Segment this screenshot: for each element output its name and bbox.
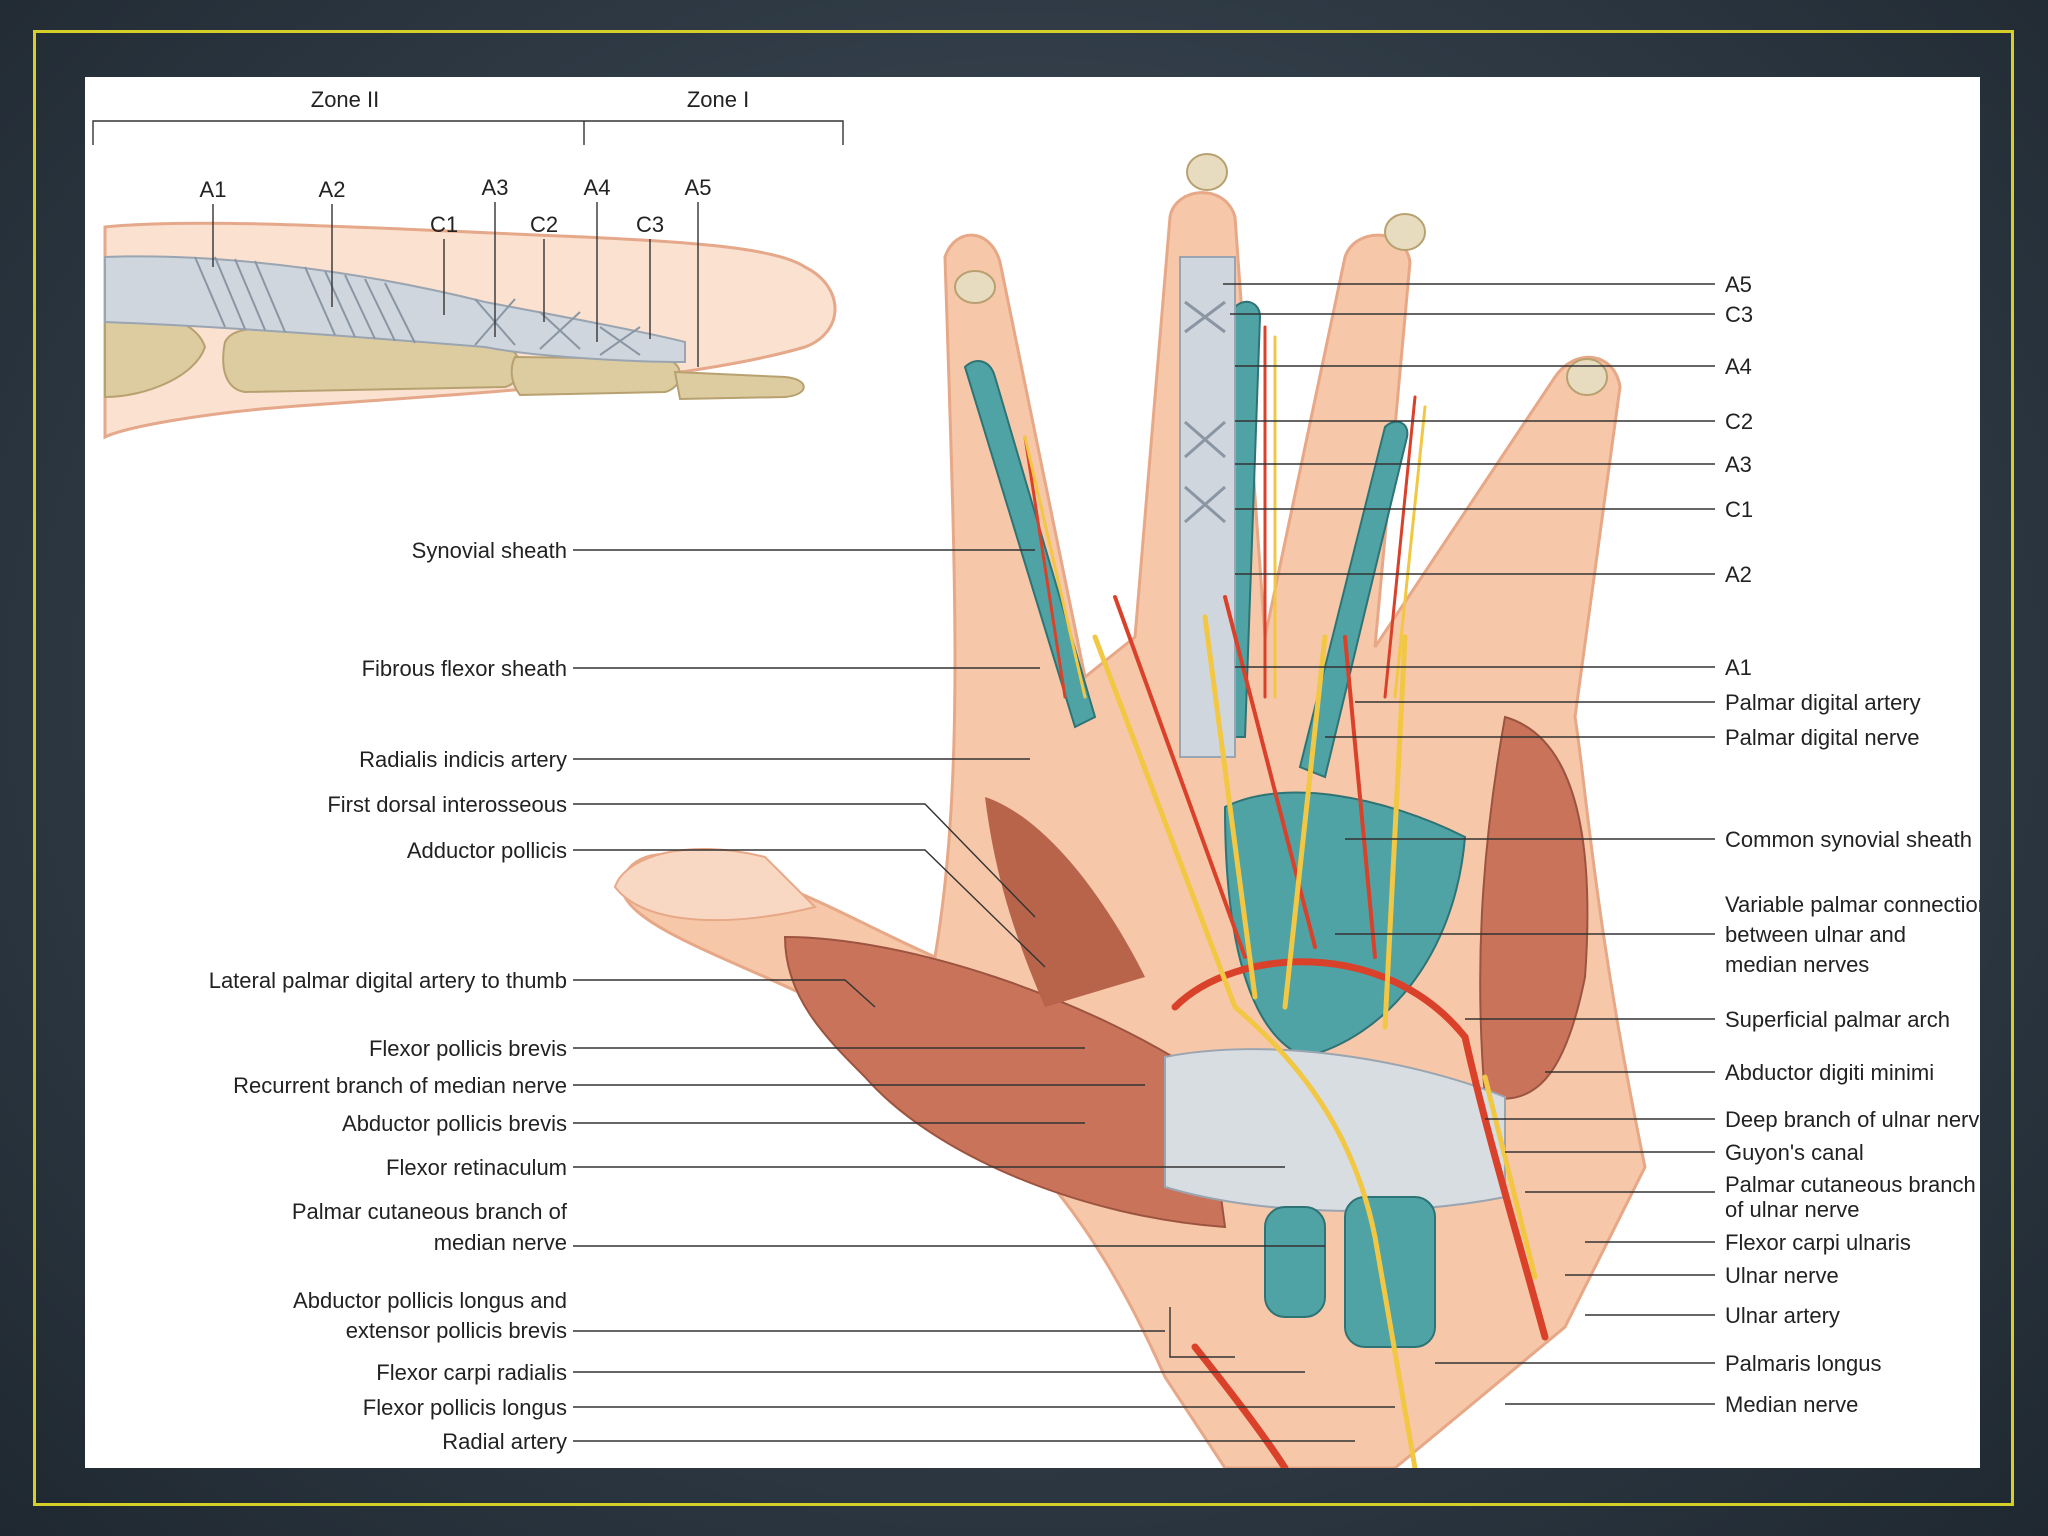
label-c1: C1	[1725, 497, 1753, 522]
label-adductor-pollicis: Adductor pollicis	[407, 838, 567, 863]
ulnar-nerve-path	[1482, 1074, 1538, 1280]
inset-a5-label: A5	[685, 175, 712, 200]
label-palmar-cutaneous-ulnar-2: of ulnar nerve	[1725, 1197, 1860, 1222]
wrist-tendons	[1264, 1196, 1436, 1348]
distal-phalanx-tips	[954, 153, 1608, 396]
label-variable-connection-1: Variable palmar connection	[1725, 892, 1980, 917]
thenar-muscles	[783, 935, 1227, 1229]
label-flexor-pollicis-longus: Flexor pollicis longus	[363, 1395, 567, 1420]
right-labels: A5 C3 A4 C2 A3 C1 A2 A1 Palmar digital a…	[1223, 272, 1992, 1417]
label-c3: C3	[1725, 302, 1753, 327]
middle-phalanx	[510, 355, 681, 397]
label-flexor-retinaculum: Flexor retinaculum	[386, 1155, 567, 1180]
radial-artery	[1191, 1343, 1289, 1472]
nerves	[1023, 335, 1538, 1471]
label-palmaris-longus: Palmaris longus	[1725, 1351, 1882, 1376]
inset-a2-label: A2	[319, 177, 346, 202]
inset-c1-label: C1	[430, 212, 458, 237]
label-flexor-carpi-radialis: Flexor carpi radialis	[376, 1360, 567, 1385]
zone-2-label: Zone II	[311, 87, 379, 112]
label-a5: A5	[1725, 272, 1752, 297]
label-fibrous-flexor-sheath: Fibrous flexor sheath	[362, 656, 567, 681]
label-c2: C2	[1725, 409, 1753, 434]
label-median-nerve: Median nerve	[1725, 1392, 1858, 1417]
label-abductor-digiti-minimi: Abductor digiti minimi	[1725, 1060, 1934, 1085]
label-guyons-canal: Guyon's canal	[1725, 1140, 1864, 1165]
distal-phalanx	[673, 370, 805, 401]
label-ulnar-artery: Ulnar artery	[1725, 1303, 1840, 1328]
median-nerve-path	[1232, 1004, 1418, 1471]
label-synovial-sheath: Synovial sheath	[412, 538, 567, 563]
label-variable-connection-3: median nerves	[1725, 952, 1869, 977]
label-ulnar-nerve: Ulnar nerve	[1725, 1263, 1839, 1288]
label-deep-branch-ulnar-nerve: Deep branch of ulnar nerve	[1725, 1107, 1980, 1132]
label-abductor-pollicis-brevis: Abductor pollicis brevis	[342, 1111, 567, 1136]
label-radialis-indicis-artery: Radialis indicis artery	[359, 747, 567, 772]
label-palmar-cutaneous-median-1: Palmar cutaneous branch of	[292, 1199, 568, 1224]
label-palmar-digital-nerve: Palmar digital nerve	[1725, 725, 1919, 750]
thumb-tip	[613, 847, 817, 922]
label-palmar-cutaneous-median-2: median nerve	[434, 1230, 567, 1255]
label-palmar-digital-artery: Palmar digital artery	[1725, 690, 1921, 715]
middle-finger-cruciform-pulleys	[1184, 300, 1226, 524]
anatomy-figure: Zone II Zone I A1 A2 A3 A4 A5 C1 C2 C3	[85, 77, 1992, 1472]
label-variable-connection-2: between ulnar and	[1725, 922, 1906, 947]
label-abductor-longus-2: extensor pollicis brevis	[346, 1318, 567, 1343]
palmar-hand	[613, 153, 1647, 1472]
flexor-tendon-sheath	[104, 255, 686, 364]
inset-a4-label: A4	[584, 175, 611, 200]
ulnar-artery	[1461, 1033, 1549, 1341]
pulley-bands	[194, 256, 641, 356]
label-superficial-palmar-arch: Superficial palmar arch	[1725, 1007, 1950, 1032]
arteries	[1023, 325, 1549, 1472]
hand-anatomy-diagram: Zone II Zone I A1 A2 A3 A4 A5 C1 C2 C3	[92, 87, 1992, 1472]
inset-c3-label: C3	[636, 212, 664, 237]
label-common-synovial-sheath: Common synovial sheath	[1725, 827, 1972, 852]
label-recurrent-branch: Recurrent branch of median nerve	[233, 1073, 567, 1098]
slide-frame	[33, 30, 2014, 1506]
adductor-pollicis-muscle	[985, 797, 1145, 1007]
label-flexor-pollicis-brevis: Flexor pollicis brevis	[369, 1036, 567, 1061]
inset-a3-label: A3	[482, 175, 509, 200]
label-lateral-palmar-digital-artery: Lateral palmar digital artery to thumb	[209, 968, 567, 993]
label-a2: A2	[1725, 562, 1752, 587]
left-labels: Synovial sheath Fibrous flexor sheath Ra…	[209, 538, 1395, 1454]
zone-bracket	[92, 120, 844, 145]
label-abductor-longus-1: Abductor pollicis longus and	[293, 1288, 567, 1313]
hypothenar-muscles	[1479, 715, 1589, 1100]
label-palmar-cutaneous-ulnar-1: Palmar cutaneous branch	[1725, 1172, 1976, 1197]
label-first-dorsal-interosseous: First dorsal interosseous	[327, 792, 567, 817]
left-leader-lines	[573, 549, 1395, 1442]
inset-c2-label: C2	[530, 212, 558, 237]
label-a4: A4	[1725, 354, 1752, 379]
label-a1: A1	[1725, 655, 1752, 680]
finger-lateral-inset: Zone II Zone I A1 A2 A3 A4 A5 C1 C2 C3	[92, 87, 844, 440]
inset-a1-label: A1	[200, 177, 227, 202]
right-leader-lines	[1223, 283, 1715, 1405]
label-radial-artery: Radial artery	[442, 1429, 567, 1454]
label-a3: A3	[1725, 452, 1752, 477]
zone-1-label: Zone I	[687, 87, 749, 112]
superficial-palmar-arch	[1171, 958, 1469, 1041]
inset-leader-lines	[212, 202, 699, 367]
label-flexor-carpi-ulnaris: Flexor carpi ulnaris	[1725, 1230, 1911, 1255]
